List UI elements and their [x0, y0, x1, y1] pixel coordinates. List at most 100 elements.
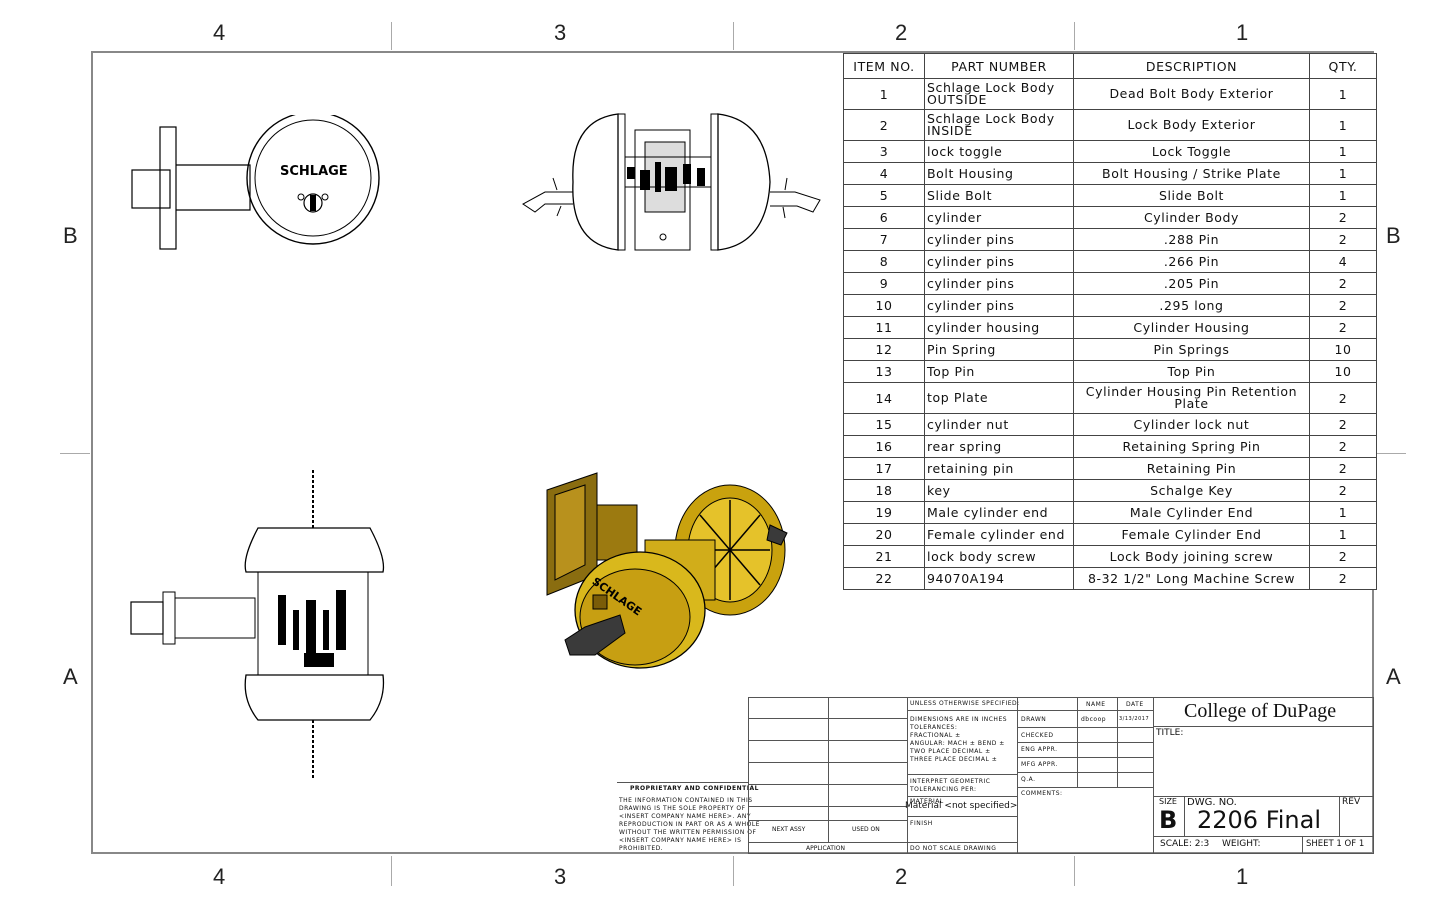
bom-item-no: 10	[843, 294, 925, 317]
bom-qty: 10	[1309, 338, 1377, 361]
bom-item-no: 5	[843, 184, 925, 207]
bom-item-no: 11	[843, 316, 925, 339]
front-view: SCHLAGE	[131, 115, 380, 250]
bom-description: Schalge Key	[1073, 479, 1310, 502]
date-col-label: DATE	[1126, 701, 1144, 708]
proprietary-line: DRAWING IS THE SOLE PROPERTY OF	[619, 805, 746, 812]
proprietary-line: WITHOUT THE WRITTEN PERMISSION OF	[619, 829, 757, 836]
interpret-label: INTERPRET GEOMETRIC	[910, 778, 991, 785]
bom-header-item: ITEM NO.	[843, 53, 925, 79]
zone-divider	[1376, 453, 1406, 454]
bom-description: Cylinder lock nut	[1073, 413, 1310, 436]
bom-description: Bolt Housing / Strike Plate	[1073, 162, 1310, 185]
bom-part-number: retaining pin	[924, 457, 1074, 480]
bom-qty: 2	[1309, 435, 1377, 458]
bom-item-no: 4	[843, 162, 925, 185]
bom-item-no: 8	[843, 250, 925, 273]
size-label: SIZE	[1159, 797, 1177, 806]
dwg-no-label: DWG. NO.	[1187, 797, 1237, 808]
bom-qty: 1	[1309, 140, 1377, 163]
bom-qty: 2	[1309, 272, 1377, 295]
bom-item-no: 1	[843, 78, 925, 110]
two-place-label: TWO PLACE DECIMAL ±	[910, 748, 991, 755]
bom-part-number: Female cylinder end	[924, 523, 1074, 546]
qa-label: Q.A.	[1021, 776, 1036, 783]
title-label: TITLE:	[1156, 728, 1184, 738]
proprietary-line: THE INFORMATION CONTAINED IN THIS	[619, 797, 753, 804]
finish-label: FINISH	[910, 820, 933, 827]
zone-row-a-right: A	[1386, 664, 1401, 689]
bom-item-no: 2	[843, 109, 925, 141]
bom-part-number: cylinder nut	[924, 413, 1074, 436]
bom-item-no: 22	[843, 567, 925, 590]
unless-label: UNLESS OTHERWISE SPECIFIED:	[910, 700, 1020, 707]
zone-col-2-bottom: 2	[895, 864, 908, 889]
zone-col-3-bottom: 3	[554, 864, 567, 889]
bom-item-no: 9	[843, 272, 925, 295]
zone-col-3-top: 3	[554, 20, 567, 45]
bom-part-number: cylinder pins	[924, 294, 1074, 317]
mfg-appr-label: MFG APPR.	[1021, 761, 1058, 768]
bom-part-number: lock toggle	[924, 140, 1074, 163]
bom-qty: 1	[1309, 523, 1377, 546]
zone-col-4-bottom: 4	[213, 864, 226, 889]
bom-item-no: 16	[843, 435, 925, 458]
bom-item-no: 15	[843, 413, 925, 436]
weight-label: WEIGHT:	[1222, 839, 1261, 849]
name-col-label: NAME	[1086, 701, 1106, 708]
bom-part-number: cylinder pins	[924, 272, 1074, 295]
bom-part-number: cylinder housing	[924, 316, 1074, 339]
bom-part-number: Pin Spring	[924, 338, 1074, 361]
drawn-label: DRAWN	[1021, 716, 1047, 723]
bom-qty: 10	[1309, 360, 1377, 383]
size-value: B	[1159, 806, 1178, 834]
proprietary-line: PROHIBITED.	[619, 845, 664, 852]
bom-qty: 2	[1309, 457, 1377, 480]
bom-item-no: 19	[843, 501, 925, 524]
zone-divider	[60, 453, 90, 454]
tolerancing-label: TOLERANCING PER:	[910, 786, 977, 793]
bom-description: Retaining Pin	[1073, 457, 1310, 480]
bom-description: Top Pin	[1073, 360, 1310, 383]
bom-qty: 1	[1309, 162, 1377, 185]
do-not-scale-label: DO NOT SCALE DRAWING	[910, 845, 997, 852]
fractional-label: FRACTIONAL ±	[910, 732, 961, 739]
bom-description: Retaining Spring Pin	[1073, 435, 1310, 458]
next-assy-label: NEXT ASSY	[772, 826, 806, 833]
bom-qty: 2	[1309, 479, 1377, 502]
bom-description: Pin Springs	[1073, 338, 1310, 361]
bom-part-number: Bolt Housing	[924, 162, 1074, 185]
side-view	[522, 113, 821, 251]
rev-label: REV	[1342, 797, 1361, 807]
bom-item-no: 20	[843, 523, 925, 546]
bom-qty: 1	[1309, 501, 1377, 524]
bom-item-no: 18	[843, 479, 925, 502]
bom-item-no: 17	[843, 457, 925, 480]
bom-part-number: Schlage Lock Body INSIDE	[924, 109, 1074, 141]
bom-qty: 2	[1309, 567, 1377, 590]
material-header: MATERIAL	[910, 798, 944, 805]
bom-qty: 2	[1309, 206, 1377, 229]
bom-part-number: Top Pin	[924, 360, 1074, 383]
section-view	[130, 470, 385, 778]
bom-header-desc: DESCRIPTION	[1073, 53, 1310, 79]
bom-qty: 1	[1309, 184, 1377, 207]
bom-part-number: rear spring	[924, 435, 1074, 458]
angular-label: ANGULAR: MACH ± BEND ±	[910, 740, 1005, 747]
zone-divider	[1074, 856, 1075, 886]
comments-label: COMMENTS:	[1021, 790, 1063, 797]
bom-header-row: ITEM NO. PART NUMBER DESCRIPTION QTY.	[843, 53, 1377, 79]
bom-qty: 2	[1309, 413, 1377, 436]
sheet-label: SHEET 1 OF 1	[1306, 839, 1365, 849]
